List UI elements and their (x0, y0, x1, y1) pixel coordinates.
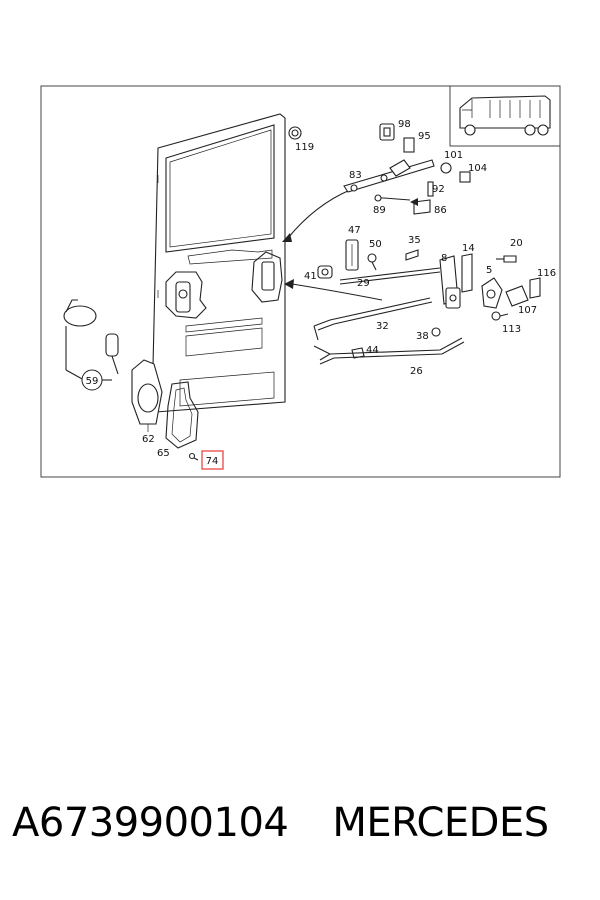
part-107 (505, 285, 529, 307)
part-38 (431, 327, 441, 337)
callout-32: 32 (376, 321, 389, 332)
part-83-rod (343, 159, 435, 193)
brand-name: MERCEDES (332, 800, 549, 846)
caption: A6739900104 MERCEDES (12, 800, 592, 860)
part-14 (461, 253, 473, 293)
callout-95: 95 (418, 131, 431, 142)
part-95 (403, 137, 415, 153)
part-26-rod (313, 337, 465, 365)
callout-29: 29 (357, 278, 370, 289)
van-inset (449, 85, 561, 147)
part-47 (345, 239, 359, 271)
callout-5: 5 (486, 265, 492, 276)
door-lock-cutout-left (165, 271, 207, 319)
part-number: A6739900104 (12, 800, 289, 846)
diagram-frame (40, 85, 561, 478)
part-35 (405, 249, 419, 261)
callout-38: 38 (416, 331, 429, 342)
part-101 (440, 162, 452, 174)
callout-65: 65 (157, 448, 170, 459)
callout-35: 35 (408, 235, 421, 246)
callout-113: 113 (502, 324, 521, 335)
part-89 (374, 194, 411, 202)
callout-92: 92 (432, 184, 445, 195)
callout-104: 104 (468, 163, 487, 174)
callout-101: 101 (444, 150, 463, 161)
callout-89: 89 (373, 205, 386, 216)
callout-119: 119 (295, 142, 314, 153)
part-32-rod (313, 297, 433, 341)
callout-8: 8 (441, 253, 447, 264)
callout-14: 14 (462, 243, 475, 254)
part-92 (427, 181, 434, 197)
part-116 (529, 277, 541, 299)
part-29-rod (339, 267, 441, 285)
part-98 (379, 123, 395, 141)
callout-41: 41 (304, 271, 317, 282)
callout-74: 74 (206, 456, 219, 467)
callout-83: 83 (349, 170, 362, 181)
part-5 (481, 277, 503, 309)
callout-98: 98 (398, 119, 411, 130)
callout-116: 116 (537, 268, 556, 279)
part-119 (288, 126, 302, 140)
callout-50: 50 (369, 239, 382, 250)
callout-59: 59 (86, 376, 99, 387)
callout-20: 20 (510, 238, 523, 249)
part-113 (491, 311, 509, 321)
part-20 (496, 255, 517, 263)
assembly-arrows (282, 189, 383, 301)
callout-86: 86 (434, 205, 447, 216)
part-74-screw (188, 452, 199, 461)
callout-59-bubble: 59 (81, 369, 103, 391)
part-104 (459, 171, 471, 183)
door-lock-cutout-right (251, 251, 283, 303)
part-50 (367, 253, 377, 271)
callout-26: 26 (410, 366, 423, 377)
parts-diagram: 119 98 95 101 104 83 92 89 86 47 50 35 1… (40, 85, 561, 478)
callout-107: 107 (518, 305, 537, 316)
part-41 (317, 265, 333, 279)
part-8-lock (439, 255, 461, 309)
callout-74-highlight: 74 (201, 450, 224, 470)
callout-47: 47 (348, 225, 361, 236)
callout-44: 44 (366, 345, 379, 356)
part-62-handle (131, 359, 163, 425)
part-59-key (105, 333, 119, 375)
part-65-gasket (165, 381, 199, 449)
callout-62: 62 (142, 434, 155, 445)
part-86 (410, 198, 431, 215)
part-59-ring (63, 299, 97, 327)
